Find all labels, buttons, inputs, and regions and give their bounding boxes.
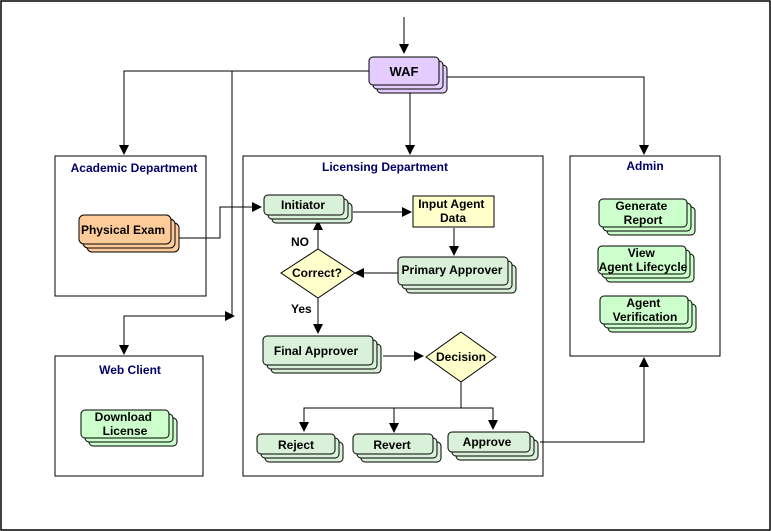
svg-text:Decision: Decision <box>436 350 486 364</box>
svg-text:Final Approver: Final Approver <box>274 344 359 358</box>
approve-node: Approve <box>447 431 539 461</box>
download-license-node: Download License <box>80 409 178 447</box>
input-agent-data-node: Input Agent Data <box>412 195 495 228</box>
licensing-department-title: Licensing Department <box>322 160 448 174</box>
waf-to-admin <box>445 76 649 155</box>
svg-text:WAF: WAF <box>390 64 419 79</box>
waf-to-academic <box>119 70 370 155</box>
svg-text:Primary Approver: Primary Approver <box>402 263 503 277</box>
primary-approver-node: Primary Approver <box>397 256 517 294</box>
initiator-node: Initiator <box>263 194 353 224</box>
view-agent-lifecycle-node: View Agent Lifecycle <box>597 245 695 283</box>
svg-text:Revert: Revert <box>373 438 410 452</box>
exam-to-initiator <box>176 202 262 239</box>
web-client-title: Web Client <box>99 363 161 377</box>
generate-report-node: Generate Report <box>598 198 696 236</box>
reject-node: Reject <box>256 433 344 463</box>
svg-text:Initiator: Initiator <box>281 198 325 212</box>
svg-text:Generate Report: Generate Report <box>615 199 670 227</box>
waf-node: WAF <box>368 56 448 94</box>
academic-department-title: Academic Department <box>71 161 198 175</box>
decision-down <box>299 382 462 432</box>
svg-text:Reject: Reject <box>278 438 314 452</box>
decision-to-approve <box>461 407 498 430</box>
waf-branch-web-client <box>119 315 232 355</box>
connectors <box>119 17 649 443</box>
no-label: NO <box>291 235 309 249</box>
physical-exam-node: Physical Exam <box>78 214 180 253</box>
final-approver-node: Final Approver <box>262 335 382 374</box>
svg-text:Approve: Approve <box>463 435 512 449</box>
svg-text:Physical Exam: Physical Exam <box>81 223 165 237</box>
decision-node: Decision <box>425 331 497 383</box>
svg-text:Download License: Download License <box>95 410 156 438</box>
svg-text:Correct?: Correct? <box>292 266 342 280</box>
yes-label: Yes <box>291 302 312 316</box>
svg-text:Agent Verification: Agent Verification <box>613 296 678 324</box>
admin-title: Admin <box>626 159 663 173</box>
revert-node: Revert <box>352 433 442 463</box>
correct-decision-node: Correct? <box>280 248 356 299</box>
approve-to-admin <box>540 357 649 443</box>
agent-verification-node: Agent Verification <box>599 295 697 333</box>
svg-text:View Agent Lifecycle: View Agent Lifecycle <box>599 246 688 274</box>
svg-text:Input Agent Data: Input Agent Data <box>418 197 488 225</box>
